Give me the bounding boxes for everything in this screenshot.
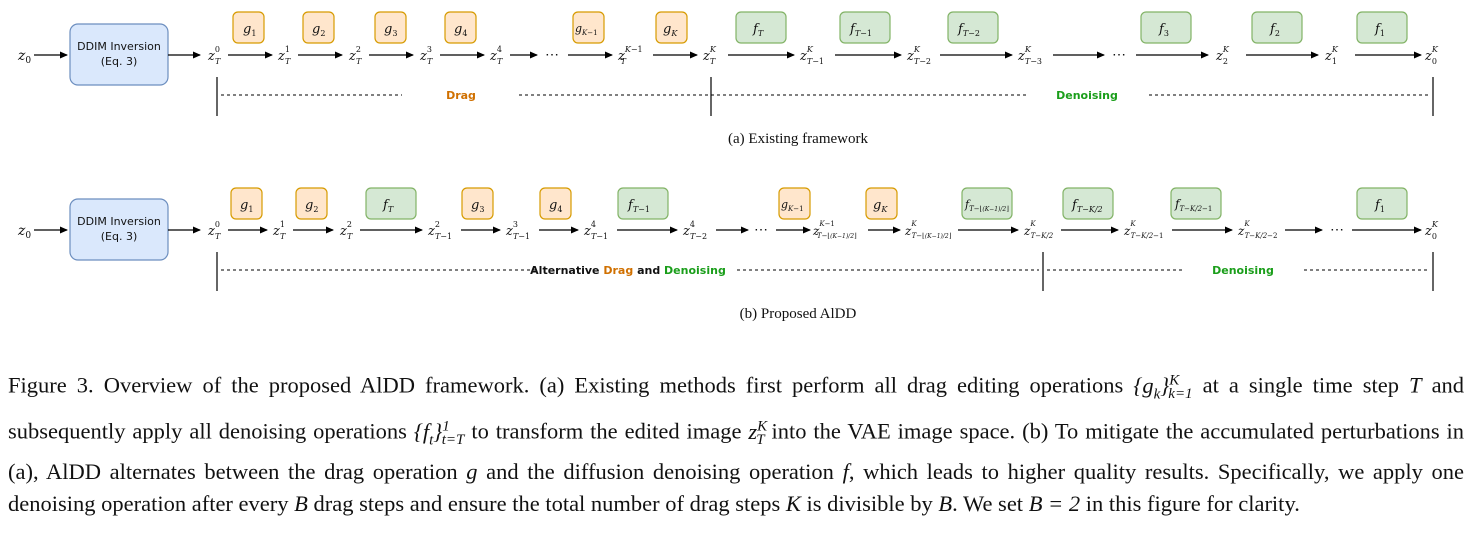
ellipsis: ⋯ [1330,222,1344,238]
svg-text:f2: f2 [1269,22,1280,38]
caption-math-K: K [785,491,801,516]
caption-text: Overview of the proposed AlDD framework.… [103,372,1124,398]
drag-op-g1: g1 [232,11,265,44]
caption-math-f: f [842,459,849,484]
caption-math-gset: {gk}Kk=1 [1133,372,1193,402]
caption-text: , which leads to higher quality results.… [8,459,1465,516]
drag-op-g4: g4 [444,11,477,44]
caption-text: into the VAE image space. (b) To mitigat… [8,418,1465,485]
caption-text: is divisible by [806,491,933,516]
caption-text: and subsequently apply all denoising ope… [8,372,1465,444]
denoise-op-f1: f1 [1356,187,1408,220]
ddim-label-line2: (Eq. 3) [101,55,138,68]
denoise-op-fT: fT [365,187,417,220]
ddim-label-line2: (Eq. 3) [101,230,138,243]
caption-math-zTK: zKT [748,418,768,448]
panel-a-caption: (a) Existing framework [728,131,868,147]
phase-label-alternative: Alternative Drag and Denoising [530,264,726,277]
ellipsis: ⋯ [545,47,559,63]
drag-op-g1: g1 [230,187,263,220]
ellipsis: ⋯ [1112,47,1126,63]
svg-text:f1: f1 [1374,198,1385,214]
caption-math-B: B [294,491,308,516]
denoise-op-fT-half: fT−K/2 [1062,187,1114,220]
caption-math-B-eq: B = 2 [1028,491,1081,516]
drag-op-g4: g4 [539,187,572,220]
svg-text:fT: fT [382,198,394,214]
denoise-op-fT-1: fT−1 [839,11,891,44]
drag-op-g2: g2 [302,11,335,44]
input-z0: z0 [17,48,31,66]
ellipsis: ⋯ [754,222,768,238]
denoise-op-fT-floor: fT−⌊(K−1)/2⌋ [961,187,1013,220]
phase-label-denoising: Denoising [1212,264,1274,277]
denoise-op-fT-1: fT−1 [617,187,669,220]
drag-op-gK-1: gK−1 [572,11,605,44]
denoise-op-f2: f2 [1251,11,1303,44]
drag-op-gK: gK [865,187,898,220]
drag-op-g2: g2 [295,187,328,220]
denoise-op-fT-2: fT−2 [947,11,999,44]
caption-math-fset: {ft}1t=T [413,418,465,448]
drag-op-gK: gK [655,11,688,44]
phase-label-denoising: Denoising [1056,89,1118,102]
drag-op-gK-1: gK−1 [778,187,811,220]
caption-math-g: g [466,459,478,484]
denoise-op-fT: fT [735,11,787,44]
panel-b-caption: (b) Proposed AlDD [740,306,857,322]
caption-math-T: T [1409,372,1422,398]
caption-text: in this figure for clarity. [1085,491,1300,516]
caption-text: . We set [952,491,1024,516]
svg-text:f3: f3 [1158,22,1169,38]
input-z0: z0 [17,223,31,241]
caption-label: Figure 3. [8,372,94,398]
phase-label-drag: Drag [446,89,476,102]
svg-text:fT: fT [752,22,764,38]
caption-text: to transform the edited image [471,418,742,444]
drag-op-g3: g3 [461,187,494,220]
caption-text: and the diffusion denoising operation [486,459,834,484]
drag-op-g3: g3 [374,11,407,44]
caption-text: at a single time step [1202,372,1399,398]
svg-text:f1: f1 [1374,22,1385,38]
ddim-label-line1: DDIM Inversion [77,215,161,228]
caption-text: drag steps and ensure the total number o… [313,491,781,516]
denoise-op-f1: f1 [1356,11,1408,44]
ddim-label-line1: DDIM Inversion [77,40,161,53]
denoise-op-f3: f3 [1140,11,1192,44]
caption-math-B: B [938,491,953,516]
figure-caption: Figure 3. Overview of the proposed AlDD … [8,364,1464,520]
denoise-op-fT-half-1: fT−K/2−1 [1170,187,1222,220]
